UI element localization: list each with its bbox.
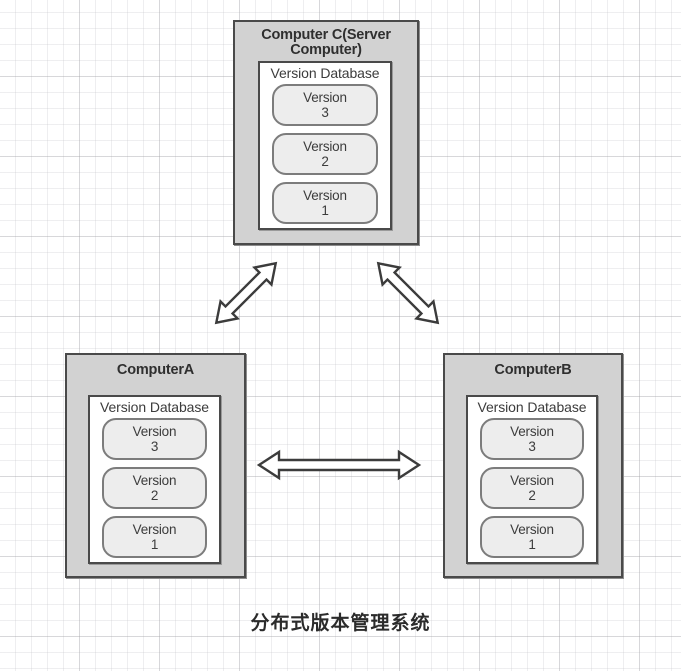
- version-database-label-a: Version Database: [100, 399, 209, 415]
- version-item[interactable]: Version 2: [272, 133, 378, 176]
- version-item[interactable]: Version 3: [272, 84, 378, 127]
- node-computer-b-title: ComputerB: [494, 362, 572, 378]
- version-label: Version: [510, 423, 554, 439]
- node-computer-c-title: Computer C(Server Computer): [261, 27, 391, 59]
- version-database-panel-b: Version Database Version 3 Version 2 Ver…: [466, 395, 598, 564]
- version-list-a: Version 3 Version 2 Version 1: [90, 415, 219, 559]
- version-number: 3: [528, 439, 536, 455]
- version-item[interactable]: Version 1: [102, 516, 207, 559]
- node-computer-b[interactable]: ComputerB Version Database Version 3 Ver…: [443, 353, 623, 578]
- version-label: Version: [303, 89, 347, 105]
- version-label: Version: [303, 138, 347, 154]
- version-list-c: Version 3 Version 2 Version 1: [260, 81, 390, 225]
- version-number: 2: [528, 488, 536, 504]
- diagram-caption: 分布式版本管理系统: [250, 613, 431, 634]
- version-number: 1: [321, 203, 329, 219]
- version-number: 1: [150, 537, 159, 553]
- version-label: Version: [303, 187, 347, 203]
- version-number: 3: [321, 105, 329, 121]
- version-list-b: Version 3 Version 2 Version 1: [468, 415, 596, 559]
- version-number: 2: [321, 154, 329, 170]
- node-computer-a[interactable]: ComputerA Version Database Version 3 Ver…: [65, 353, 246, 578]
- version-item[interactable]: Version 3: [480, 418, 584, 461]
- version-database-panel-a: Version Database Version 3 Version 2 Ver…: [88, 395, 221, 564]
- node-computer-a-title: ComputerA: [116, 362, 195, 378]
- version-database-panel-c: Version Database Version 3 Version 2 Ver…: [258, 61, 392, 230]
- version-item[interactable]: Version 3: [102, 418, 207, 461]
- version-database-label-b: Version Database: [477, 399, 587, 415]
- version-item[interactable]: Version 1: [480, 516, 584, 559]
- node-computer-c[interactable]: Computer C(Server Computer) Version Data…: [233, 20, 419, 245]
- version-label: Version: [132, 521, 177, 537]
- connector-a-to-b-double-arrow-icon[interactable]: [255, 447, 423, 483]
- version-label: Version: [510, 521, 554, 537]
- version-label: Version: [132, 472, 177, 488]
- version-label: Version: [132, 423, 177, 439]
- version-number: 3: [150, 439, 159, 455]
- version-number: 1: [528, 537, 536, 553]
- version-item[interactable]: Version 2: [480, 467, 584, 510]
- connector-c-to-a-double-arrow-icon[interactable]: [196, 243, 296, 343]
- version-database-label-c: Version Database: [270, 65, 380, 81]
- version-number: 2: [150, 488, 159, 504]
- connector-c-to-b-double-arrow-icon[interactable]: [358, 243, 458, 343]
- version-item[interactable]: Version 2: [102, 467, 207, 510]
- version-label: Version: [510, 472, 554, 488]
- version-item[interactable]: Version 1: [272, 182, 378, 225]
